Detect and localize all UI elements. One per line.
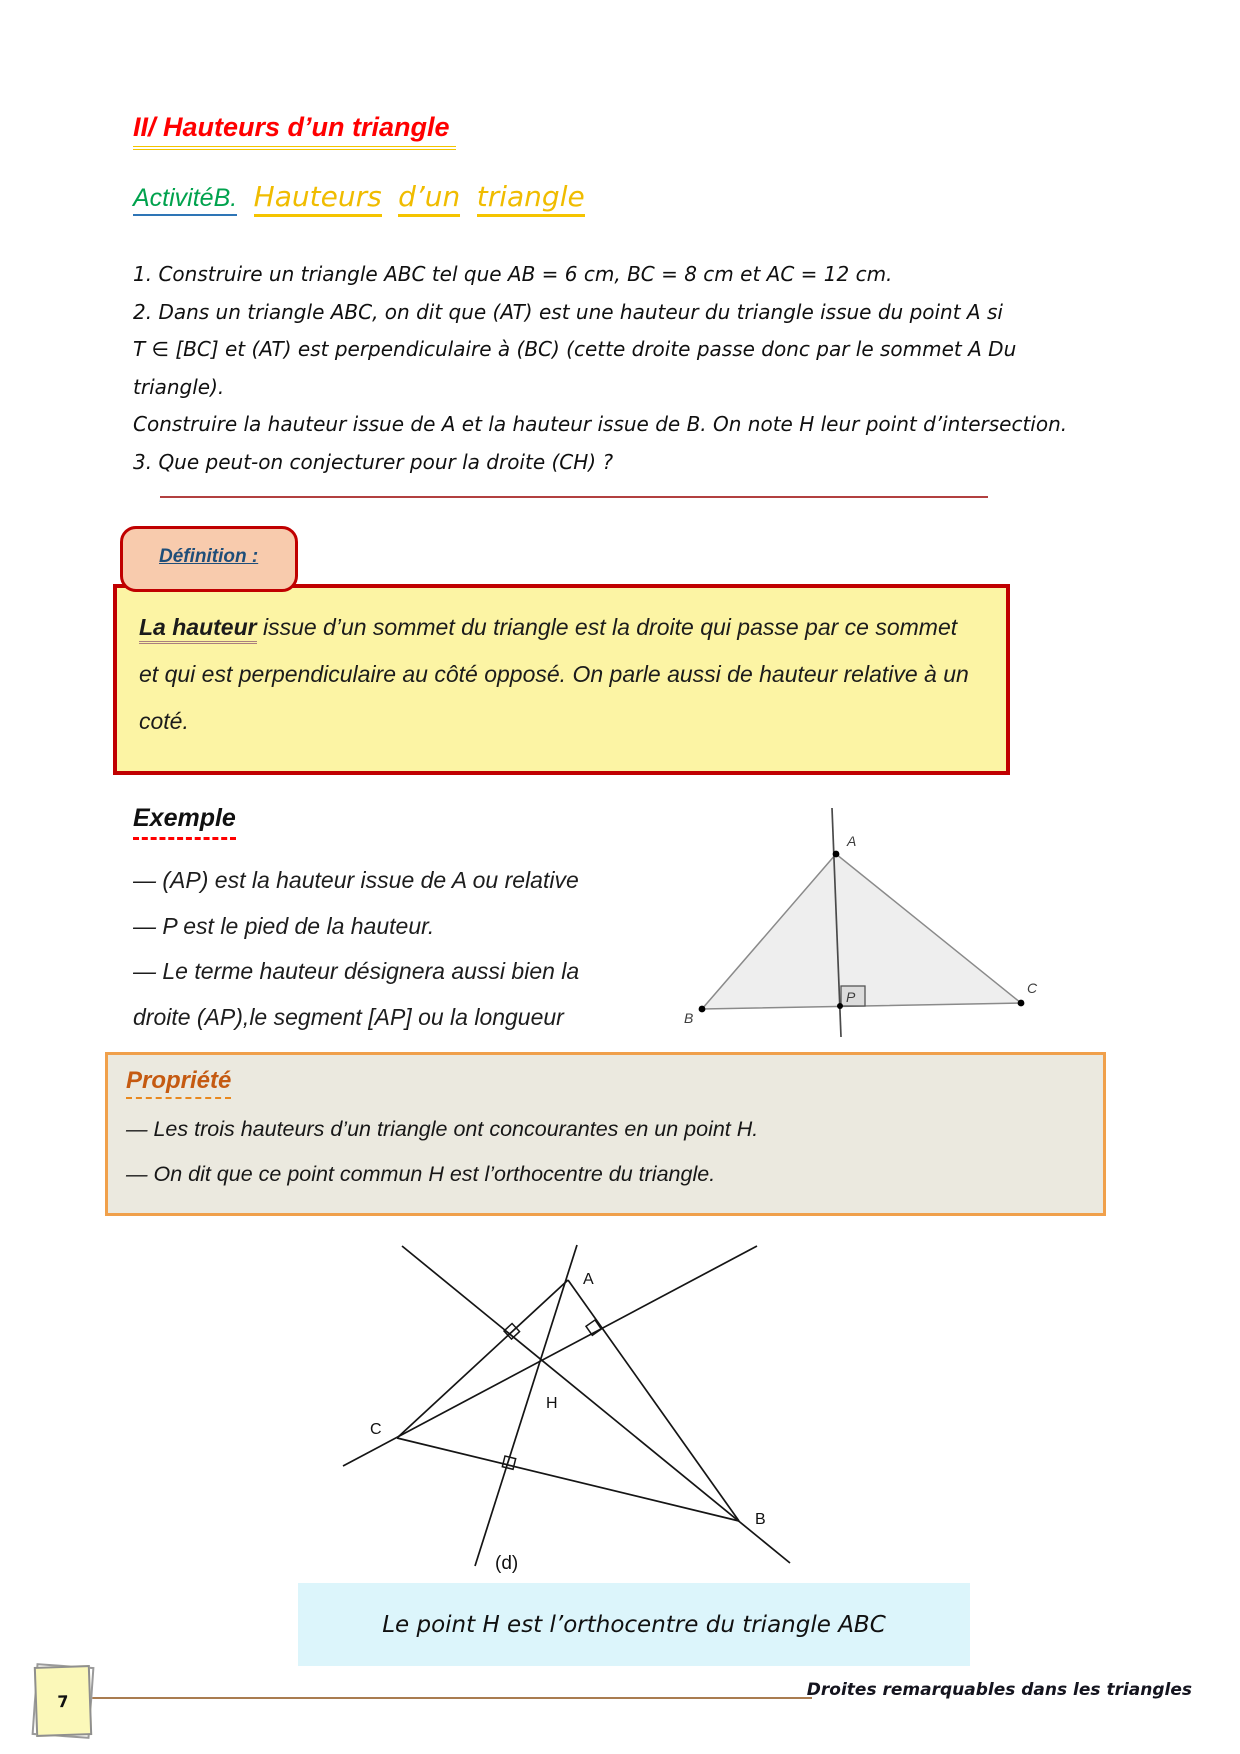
property-line: — Les trois hauteurs d’un triangle ont c…	[126, 1117, 759, 1141]
altitude-example-figure: P A B C	[684, 807, 1038, 1038]
point-label-a: A	[846, 833, 856, 849]
activity-instructions: 1. Construire un triangle ABC tel que AB…	[133, 256, 1143, 481]
instruction-line: 2. Dans un triangle ABC, on dit que (AT)…	[133, 299, 1003, 324]
activity-heading: ActivitéB. Hauteurs d’un triangle	[133, 180, 597, 217]
footer-rule	[90, 1697, 812, 1699]
right-angle-mark	[501, 1455, 517, 1471]
definition-tab: Définition :	[120, 526, 298, 592]
altitude-from-c	[342, 1245, 758, 1467]
instruction-line: 1. Construire un triangle ABC tel que AB…	[133, 262, 893, 286]
instruction-line: T ∈ [BC] et (AT) est perpendiculaire à (…	[133, 337, 1017, 361]
example-heading: Exemple	[133, 804, 236, 840]
altitude-from-a	[474, 1244, 578, 1567]
right-angle-mark	[584, 1318, 603, 1337]
vertex-label-a: A	[583, 1271, 594, 1288]
definition-box: La hauteur issue d’un sommet du triangle…	[113, 584, 1010, 775]
property-bullets: — Les trois hauteurs d’un triangle ont c…	[126, 1107, 1103, 1197]
example-line: droite (AP),le segment [AP] ou la longue…	[133, 1003, 564, 1030]
red-separator-line	[160, 496, 988, 498]
vertex-dot-c	[1017, 999, 1025, 1007]
point-label-c: C	[1027, 980, 1038, 996]
point-label-b: B	[684, 1010, 693, 1026]
point-label-p: P	[846, 989, 856, 1005]
vertex-dot-b	[698, 1005, 706, 1013]
instruction-line: Construire la hauteur issue de A et la h…	[133, 412, 1068, 436]
activity-title-word: Hauteurs	[253, 180, 382, 217]
property-box: Propriété — Les trois hauteurs d’un tria…	[105, 1052, 1106, 1216]
side-ab	[567, 1279, 740, 1522]
definition-body: issue d’un sommet du triangle est la dro…	[139, 614, 969, 734]
vertex-label-b: B	[755, 1511, 766, 1528]
definition-tab-label: Définition :	[159, 546, 259, 567]
instruction-line: triangle).	[133, 374, 225, 399]
vertex-label-c: C	[370, 1421, 382, 1438]
property-line: — On dit que ce point commun H est l’ort…	[126, 1162, 716, 1186]
figure-caption-text: Le point H est l’orthocentre du triangle…	[382, 1611, 886, 1638]
page-number: 7	[33, 1665, 93, 1737]
vertex-dot-a	[832, 850, 840, 858]
property-heading: Propriété	[126, 1067, 232, 1099]
altitude-line-ap	[831, 807, 842, 1038]
right-angle-mark	[502, 1322, 521, 1341]
page-number-sticky: 7	[33, 1665, 93, 1737]
definition-lead-term: La hauteur	[139, 614, 257, 644]
side-ac	[396, 1279, 569, 1439]
orthocenter-label-h: H	[546, 1395, 558, 1412]
right-angle-mark	[840, 985, 866, 1007]
example-bullets: — (AP) est la hauteur issue de A ou rela…	[133, 858, 607, 1040]
instruction-line: 3. Que peut-on conjecturer pour la droit…	[133, 449, 614, 474]
altitude-from-b	[401, 1245, 791, 1564]
line-label-d: (d)	[495, 1553, 518, 1574]
example-line: — Le terme hauteur désignera aussi bien …	[133, 958, 580, 984]
figure-caption: Le point H est l’orthocentre du triangle…	[298, 1583, 970, 1666]
activity-title-word: d’un	[398, 180, 461, 217]
footer-book-title: Droites remarquables dans les triangles	[806, 1680, 1192, 1700]
orthocenter-figure: A C B H (d)	[342, 1244, 791, 1574]
foot-dot-p	[837, 1003, 843, 1009]
side-cb	[396, 1437, 740, 1522]
activity-label: ActivitéB.	[133, 184, 238, 216]
example-line: — (AP) est la hauteur issue de A ou rela…	[133, 867, 579, 893]
example-line: — P est le pied de la hauteur.	[133, 912, 435, 939]
activity-title-word: triangle	[476, 180, 585, 217]
section-title: II/ Hauteurs d’un triangle	[133, 112, 456, 150]
